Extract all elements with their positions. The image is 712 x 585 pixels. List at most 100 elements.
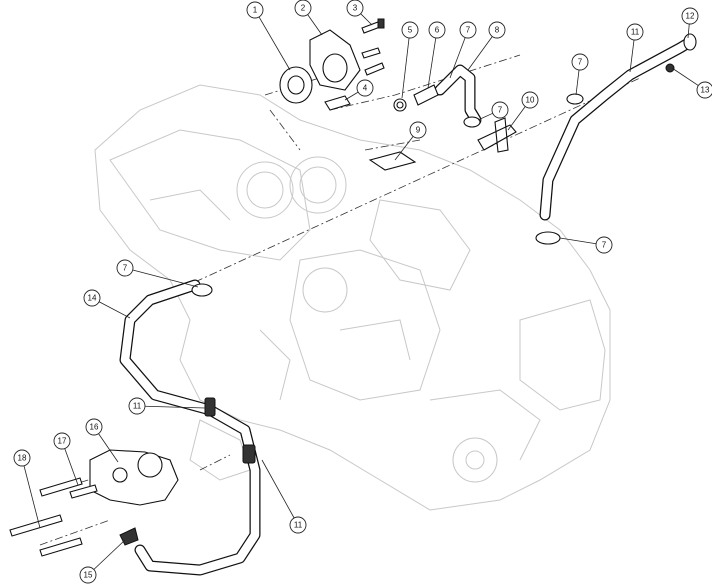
callout-17: 17 bbox=[53, 432, 79, 486]
callout-1: 1 bbox=[246, 1, 291, 71]
callout-number: 16 bbox=[90, 423, 99, 432]
callout-number: 6 bbox=[435, 26, 440, 35]
callout-circle bbox=[571, 53, 589, 71]
leader-line bbox=[401, 37, 410, 99]
callout-9: 9 bbox=[394, 121, 427, 161]
callout-number: 12 bbox=[686, 12, 695, 21]
leader-line bbox=[98, 433, 119, 463]
callout-5: 5 bbox=[401, 21, 419, 99]
callout-7: 7 bbox=[559, 236, 613, 254]
callout-number: 1 bbox=[253, 6, 258, 15]
callout-16: 16 bbox=[85, 418, 119, 463]
callout-circle bbox=[289, 516, 307, 534]
callout-circle bbox=[595, 236, 613, 254]
callout-number: 11 bbox=[631, 28, 640, 37]
callout-circle bbox=[346, 0, 364, 17]
callout-circle bbox=[85, 418, 103, 436]
leader-line bbox=[261, 459, 295, 519]
thermostat-housing bbox=[279, 29, 361, 111]
callout-12: 12 bbox=[681, 7, 699, 39]
callout-number: 4 bbox=[363, 84, 368, 93]
callout-2: 2 bbox=[294, 0, 323, 36]
callout-7: 7 bbox=[449, 21, 477, 79]
callout-number: 7 bbox=[466, 26, 471, 35]
upper-coolant-hose bbox=[434, 33, 697, 221]
leader-line bbox=[671, 67, 699, 86]
callout-number: 11 bbox=[133, 402, 142, 411]
leader-line bbox=[477, 112, 493, 121]
leader-line bbox=[98, 301, 131, 319]
callout-circle bbox=[488, 21, 506, 39]
callout-11: 11 bbox=[626, 23, 644, 73]
callout-10: 10 bbox=[507, 91, 539, 131]
leader-line bbox=[344, 91, 359, 101]
callout-number: 2 bbox=[301, 4, 306, 13]
callout-circle bbox=[83, 289, 101, 307]
engine-outline bbox=[94, 84, 611, 511]
lower-coolant-hose bbox=[119, 279, 261, 576]
callout-7: 7 bbox=[116, 259, 199, 288]
callout-number: 11 bbox=[294, 521, 303, 530]
callout-3: 3 bbox=[346, 0, 373, 26]
leader-line bbox=[687, 23, 690, 39]
leader-line bbox=[629, 39, 635, 73]
leader-line bbox=[23, 465, 41, 529]
leader-line bbox=[575, 69, 580, 96]
water-pump-housing bbox=[9, 449, 179, 557]
callout-7: 7 bbox=[477, 101, 509, 121]
callout-circle bbox=[128, 397, 146, 415]
callout-number: 3 bbox=[353, 4, 358, 13]
callout-number: 10 bbox=[526, 96, 535, 105]
leader-line bbox=[93, 539, 126, 570]
callout-number: 13 bbox=[701, 86, 710, 95]
leader-line bbox=[64, 448, 79, 486]
callout-circle bbox=[53, 432, 71, 450]
callout-number: 7 bbox=[498, 106, 503, 115]
callout-number: 14 bbox=[88, 294, 97, 303]
callout-number: 7 bbox=[578, 58, 583, 67]
leader-line bbox=[132, 269, 199, 288]
bolts-and-fittings bbox=[361, 18, 675, 171]
callout-circle bbox=[491, 101, 509, 119]
callout-circle bbox=[626, 23, 644, 41]
callout-14: 14 bbox=[83, 289, 131, 319]
callout-number: 8 bbox=[495, 26, 500, 35]
leader-line bbox=[467, 36, 493, 71]
callout-13: 13 bbox=[671, 67, 712, 99]
callout-circle bbox=[409, 121, 427, 139]
leader-line bbox=[507, 106, 526, 131]
leader-line bbox=[394, 136, 414, 161]
callout-circle bbox=[294, 0, 312, 17]
callout-circle bbox=[356, 79, 374, 97]
callout-number: 7 bbox=[602, 241, 607, 250]
callout-number: 5 bbox=[408, 26, 413, 35]
callout-number: 17 bbox=[58, 437, 67, 446]
callout-number: 9 bbox=[416, 126, 421, 135]
leader-line bbox=[258, 16, 291, 71]
leader-line bbox=[360, 13, 373, 26]
callout-circle bbox=[681, 7, 699, 25]
callout-4: 4 bbox=[344, 79, 374, 101]
callout-15: 15 bbox=[79, 539, 126, 584]
callout-circle bbox=[13, 449, 31, 467]
callout-7: 7 bbox=[571, 53, 589, 96]
callout-11: 11 bbox=[128, 397, 206, 415]
callout-8: 8 bbox=[467, 21, 506, 71]
callout-circle bbox=[428, 21, 446, 39]
callout-6: 6 bbox=[427, 21, 446, 89]
callout-circle bbox=[401, 21, 419, 39]
callout-circle bbox=[696, 81, 712, 99]
callout-number: 15 bbox=[84, 571, 93, 580]
callout-circle bbox=[116, 259, 134, 277]
leader-line bbox=[449, 37, 466, 79]
callout-number: 18 bbox=[18, 454, 27, 463]
callout-circle bbox=[521, 91, 539, 109]
callout-18: 18 bbox=[13, 449, 41, 529]
leader-line bbox=[144, 405, 206, 409]
leader-line bbox=[307, 14, 323, 36]
callout-number: 7 bbox=[123, 264, 128, 273]
callout-circle bbox=[246, 1, 264, 19]
leader-line bbox=[559, 237, 597, 245]
